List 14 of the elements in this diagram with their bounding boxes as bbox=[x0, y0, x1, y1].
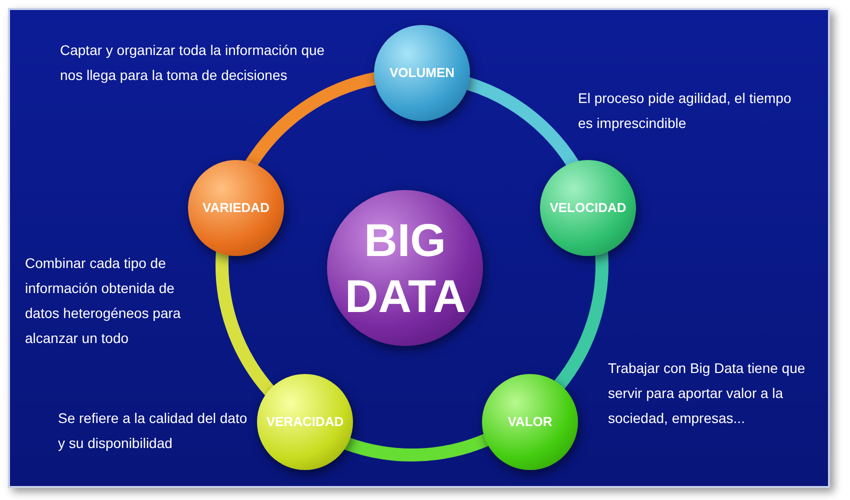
node-label: VOLUMEN bbox=[390, 64, 454, 82]
node-label: VARIEDAD bbox=[202, 199, 270, 218]
caption-text: El proceso pide agilidad, el tiempo es imprescindible bbox=[578, 89, 792, 133]
caption-text: Captar y organizar toda la información que nos llega para la toma de decisiones bbox=[60, 41, 326, 85]
node-label: VALOR bbox=[508, 413, 552, 432]
ring-connector bbox=[216, 251, 276, 396]
caption-text: Se refiere a la calidad del dato y su disponibilidad bbox=[58, 409, 248, 453]
ring-connector bbox=[344, 434, 489, 462]
ring-connector bbox=[554, 251, 608, 389]
node-label: VERACIDAD bbox=[266, 413, 344, 432]
caption-text: Trabajar con Big Data tiene que servir para aportar valor a la sociedad, empresas... bbox=[608, 359, 806, 428]
node-label: VELOCIDAD bbox=[550, 199, 626, 218]
caption-text: Combinar cada tipo de información obtenida de datos heterogéneos para alcanzar un todo bbox=[25, 254, 182, 348]
node-label: BIG DATA bbox=[345, 213, 465, 324]
